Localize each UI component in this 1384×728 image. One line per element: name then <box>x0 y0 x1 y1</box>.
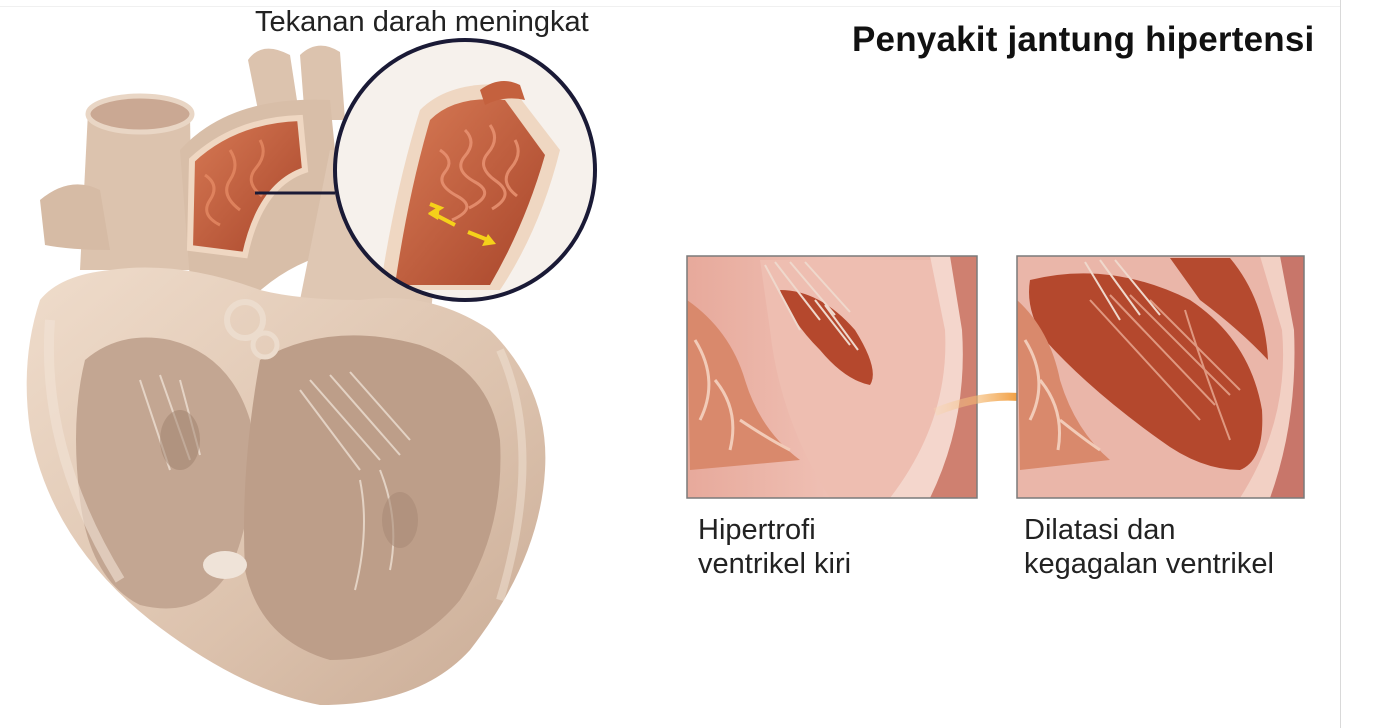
magnified-artery-view <box>333 38 597 302</box>
aorta-cut-window <box>186 114 309 259</box>
page-title: Penyakit jantung hipertensi <box>852 20 1315 59</box>
papillary-muscle <box>203 551 247 579</box>
caption-hypertrophy-line1: Hipertrofi <box>698 514 816 546</box>
ventricle-cavity-small <box>780 290 873 385</box>
vena-cava <box>80 112 192 270</box>
flow-arrow-down-icon <box>467 230 489 242</box>
panel-hypertrophy-image <box>686 255 978 499</box>
ventricle-cavity-large <box>1029 273 1263 470</box>
heart-chamber-left <box>76 337 253 609</box>
magnifier-ring <box>333 38 597 302</box>
vena-cava-opening <box>85 93 195 135</box>
pulmonary-vessel-left <box>40 184 110 250</box>
caption-hypertrophy: Hipertrofi ventrikel kiri <box>698 513 851 581</box>
caption-dilation-line2: kegagalan ventrikel <box>1024 548 1274 580</box>
caption-dilation-line1: Dilatasi dan <box>1024 514 1176 546</box>
pressure-label: Tekanan darah meningkat <box>255 6 589 38</box>
panel-dilation-image <box>1016 255 1305 499</box>
heart-chamber-right <box>244 335 501 660</box>
caption-hypertrophy-line2: ventrikel kiri <box>698 548 852 580</box>
page-right-edge <box>1340 0 1341 728</box>
page-top-edge <box>0 6 1340 7</box>
heart-illustration <box>26 45 546 705</box>
caption-dilation: Dilatasi dan kegagalan ventrikel <box>1024 513 1274 581</box>
valve-ring <box>224 299 266 341</box>
